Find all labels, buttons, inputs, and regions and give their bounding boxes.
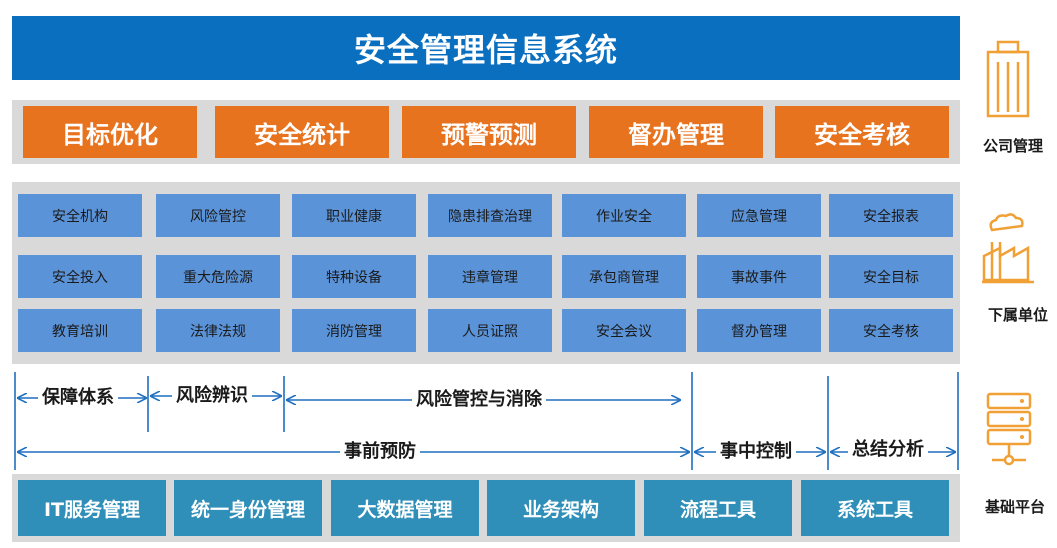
func-personnel-cert[interactable]: 人员证照	[428, 309, 552, 352]
platform-it-service[interactable]: IT服务管理	[18, 480, 166, 536]
factory-icon	[982, 213, 1034, 284]
module-warning-forecast[interactable]: 预警预测	[402, 106, 576, 158]
func-work-safety[interactable]: 作业安全	[562, 194, 686, 237]
server-icon	[986, 392, 1032, 466]
module-safety-assessment[interactable]: 安全考核	[775, 106, 949, 158]
func-safety-investment[interactable]: 安全投入	[18, 255, 142, 298]
side-label-company: 公司管理	[982, 137, 1043, 155]
platform-identity[interactable]: 统一身份管理	[174, 480, 322, 536]
platform-band: IT服务管理 统一身份管理 大数据管理 业务架构 流程工具 系统工具	[12, 474, 960, 542]
func-safety-target[interactable]: 安全目标	[829, 255, 953, 298]
module-safety-statistics[interactable]: 安全统计	[215, 106, 389, 158]
flow-label-zongjie: 总结分析	[848, 438, 928, 462]
func-safety-meeting[interactable]: 安全会议	[562, 309, 686, 352]
func-violation[interactable]: 违章管理	[428, 255, 552, 298]
module-supervision[interactable]: 督办管理	[589, 106, 763, 158]
side-label-base: 基础平台	[984, 498, 1045, 516]
side-label-subunit: 下属单位	[987, 306, 1048, 324]
platform-big-data[interactable]: 大数据管理	[331, 480, 479, 536]
flow-label-shiqian: 事前预防	[340, 440, 420, 464]
functions-band: 安全机构 风险管控 职业健康 隐患排查治理 作业安全 应急管理 安全报表 安全投…	[12, 182, 960, 364]
func-education[interactable]: 教育培训	[18, 309, 142, 352]
func-major-hazard[interactable]: 重大危险源	[156, 255, 280, 298]
func-hazard-check[interactable]: 隐患排查治理	[428, 194, 552, 237]
system-title: 安全管理信息系统	[12, 16, 960, 80]
flow-label-baozhang: 保障体系	[38, 386, 118, 410]
module-target-optimization[interactable]: 目标优化	[23, 106, 197, 158]
func-accident[interactable]: 事故事件	[697, 255, 821, 298]
func-laws[interactable]: 法律法规	[156, 309, 280, 352]
func-contractor[interactable]: 承包商管理	[562, 255, 686, 298]
flow-label-bianshi: 风险辨识	[172, 384, 252, 408]
func-safety-org[interactable]: 安全机构	[18, 194, 142, 237]
platform-process-tools[interactable]: 流程工具	[644, 480, 792, 536]
flow-label-shizhong: 事中控制	[716, 440, 796, 464]
func-risk-control[interactable]: 风险管控	[156, 194, 280, 237]
func-supervision[interactable]: 督办管理	[697, 309, 821, 352]
flow-label-guankong: 风险管控与消除	[412, 388, 546, 412]
func-safety-assessment[interactable]: 安全考核	[829, 309, 953, 352]
func-special-equipment[interactable]: 特种设备	[292, 255, 416, 298]
platform-system-tools[interactable]: 系统工具	[801, 480, 949, 536]
modules-band: 目标优化 安全统计 预警预测 督办管理 安全考核	[12, 100, 960, 164]
platform-architecture[interactable]: 业务架构	[487, 480, 635, 536]
building-icon	[986, 40, 1030, 118]
func-fire[interactable]: 消防管理	[292, 309, 416, 352]
func-emergency[interactable]: 应急管理	[697, 194, 821, 237]
func-safety-report[interactable]: 安全报表	[829, 194, 953, 237]
func-occupational-health[interactable]: 职业健康	[292, 194, 416, 237]
